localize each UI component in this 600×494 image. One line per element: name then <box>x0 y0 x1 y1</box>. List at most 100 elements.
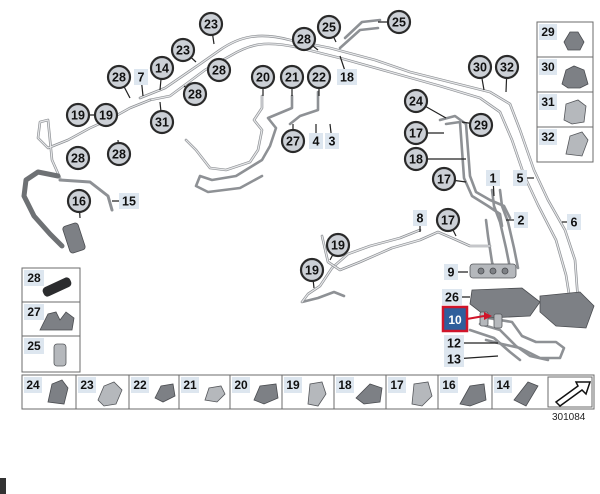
callout-15[interactable]: 15 <box>112 193 139 209</box>
callout-bubble <box>403 88 429 114</box>
callout-6[interactable]: 6 <box>562 214 581 230</box>
callout-12[interactable]: 12 <box>444 335 498 351</box>
callout-25[interactable]: 25 <box>378 9 412 35</box>
callout-label-box <box>119 193 139 209</box>
legend-part-18: 18 <box>333 375 383 409</box>
callout-32[interactable]: 32 <box>494 54 520 93</box>
legend-29-number: 29 <box>541 25 555 39</box>
legend-32-number: 32 <box>541 130 555 144</box>
callout-28[interactable]: 28 <box>182 81 208 107</box>
hose-14-icon <box>513 381 539 407</box>
callout-4[interactable]: 4 <box>309 124 323 149</box>
pipe-artwork <box>21 18 580 362</box>
callout-number: 25 <box>392 16 406 30</box>
callout-29[interactable]: 29 <box>461 112 494 138</box>
callout-14[interactable]: 14 <box>149 55 175 91</box>
legend-part-24: 24 <box>24 377 69 405</box>
callout-28[interactable]: 28 <box>65 145 91 171</box>
callout-26[interactable]: 26 <box>442 289 470 305</box>
callout-19[interactable]: 19 <box>325 232 351 261</box>
callout-number: 25 <box>322 21 336 35</box>
callout-28[interactable]: 28 <box>106 139 132 167</box>
callout-25[interactable]: 25 <box>316 14 342 43</box>
callout-8[interactable]: 8 <box>413 210 427 232</box>
callout-bubble <box>65 145 91 171</box>
legend-part-20: 20 <box>229 375 279 409</box>
callout-bubble <box>403 146 429 172</box>
callout-5[interactable]: 5 <box>513 170 534 186</box>
callout-2[interactable]: 2 <box>506 212 528 228</box>
callout-number: 17 <box>409 127 423 141</box>
clip-21-icon <box>204 385 226 403</box>
callout-31[interactable]: 31 <box>149 101 175 135</box>
legend-part-17: 17 <box>385 375 433 409</box>
callout-22[interactable]: 22 <box>306 64 332 96</box>
callout-bubble <box>149 109 175 135</box>
callout-27[interactable]: 27 <box>280 124 306 154</box>
callout-label-box <box>514 212 528 228</box>
legend-number: 21 <box>183 378 197 392</box>
callout-28[interactable]: 28 <box>106 64 132 99</box>
callout-number: 28 <box>212 64 226 78</box>
callout-17[interactable]: 17 <box>431 166 467 192</box>
callout-label-box <box>325 133 339 149</box>
callout-23[interactable]: 23 <box>198 11 224 45</box>
callout-28[interactable]: 28 <box>291 26 319 52</box>
legend-number: 19 <box>286 378 300 392</box>
legend-part-16: 16 <box>437 375 487 409</box>
legend-sleeve-25: 25 <box>24 338 67 367</box>
callout-bubble <box>403 120 429 146</box>
legend-number-box <box>78 377 96 393</box>
clip-24-icon <box>47 379 69 405</box>
callout-1[interactable]: 1 <box>486 170 500 197</box>
callout-24[interactable]: 24 <box>403 88 447 119</box>
legend-number-box <box>284 377 302 393</box>
callout-bubble <box>280 128 306 154</box>
callout-3[interactable]: 3 <box>325 123 339 149</box>
callout-13[interactable]: 13 <box>444 351 499 367</box>
callout-28[interactable]: 28 <box>206 57 232 83</box>
callout-number: 9 <box>448 266 455 280</box>
callout-bubble <box>386 9 412 35</box>
callout-number: 28 <box>297 33 311 47</box>
callout-20[interactable]: 20 <box>250 64 276 96</box>
callout-17[interactable]: 17 <box>435 207 461 237</box>
callout-19[interactable]: 19 <box>65 102 96 128</box>
callout-18[interactable]: 18 <box>337 55 357 85</box>
callout-number: 23 <box>176 44 190 58</box>
callout-number: 31 <box>155 116 169 130</box>
callout-number: 16 <box>72 195 86 209</box>
legend-clip-32: 32 <box>539 129 589 157</box>
legend-clip-29: 29 <box>539 24 585 51</box>
callout-number: 5 <box>517 172 524 186</box>
callout-30[interactable]: 30 <box>467 54 493 91</box>
callout-bubble <box>170 37 196 63</box>
callout-23[interactable]: 23 <box>170 37 197 63</box>
callout-18[interactable]: 18 <box>403 146 466 172</box>
callout-bubble <box>306 64 332 90</box>
callout-17[interactable]: 17 <box>403 120 444 146</box>
diagram-reference-number: 301084 <box>552 412 586 423</box>
clip-20-icon <box>253 383 279 405</box>
callout-bubble <box>93 102 119 128</box>
highlighted-callout-10[interactable]: 10 <box>441 305 492 333</box>
callout-21[interactable]: 21 <box>279 64 305 96</box>
legend-30-number: 30 <box>541 60 555 74</box>
callout-label-box <box>444 351 464 367</box>
callout-label-box <box>486 170 500 186</box>
callout-label-box <box>337 69 357 85</box>
callout-bubble <box>206 57 232 83</box>
legend-number: 14 <box>496 378 510 392</box>
legend-clip-30: 30 <box>539 59 589 89</box>
clip-22-icon <box>154 383 176 403</box>
callout-number: 13 <box>447 353 461 367</box>
legend-hose-28: 28 <box>24 270 72 297</box>
callout-7[interactable]: 7 <box>134 69 148 97</box>
clip-30-icon <box>561 65 589 89</box>
callout-19[interactable]: 19 <box>93 102 119 128</box>
callout-9[interactable]: 9 <box>444 264 468 280</box>
callout-19[interactable]: 19 <box>299 257 325 289</box>
legend-number: 22 <box>133 378 147 392</box>
callout-bubble <box>325 232 351 258</box>
callout-16[interactable]: 16 <box>66 188 92 219</box>
